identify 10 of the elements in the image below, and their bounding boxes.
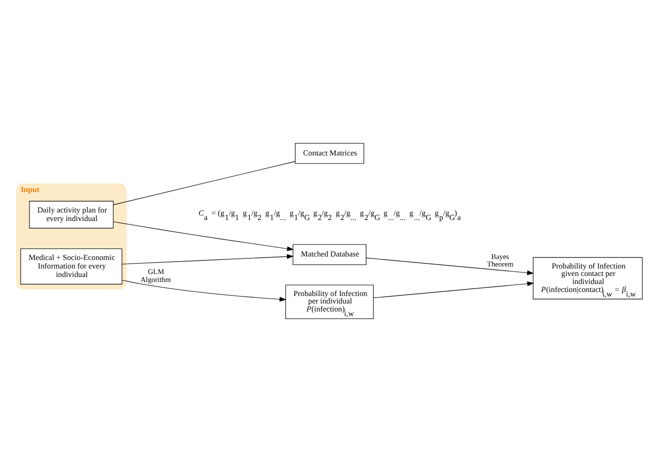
arrow (122, 279, 286, 302)
node-box: Medical + Socio-Economic Information for every individual (20, 248, 122, 284)
node-box: Matched Database (292, 244, 366, 265)
node-box: Daily activity plan for every individual (29, 200, 114, 228)
node-box: Contact Matrices (294, 142, 364, 164)
arrow (113, 220, 294, 251)
arrow (366, 257, 534, 275)
arrow (373, 280, 534, 298)
arrow (122, 254, 294, 264)
connector (113, 160, 296, 205)
